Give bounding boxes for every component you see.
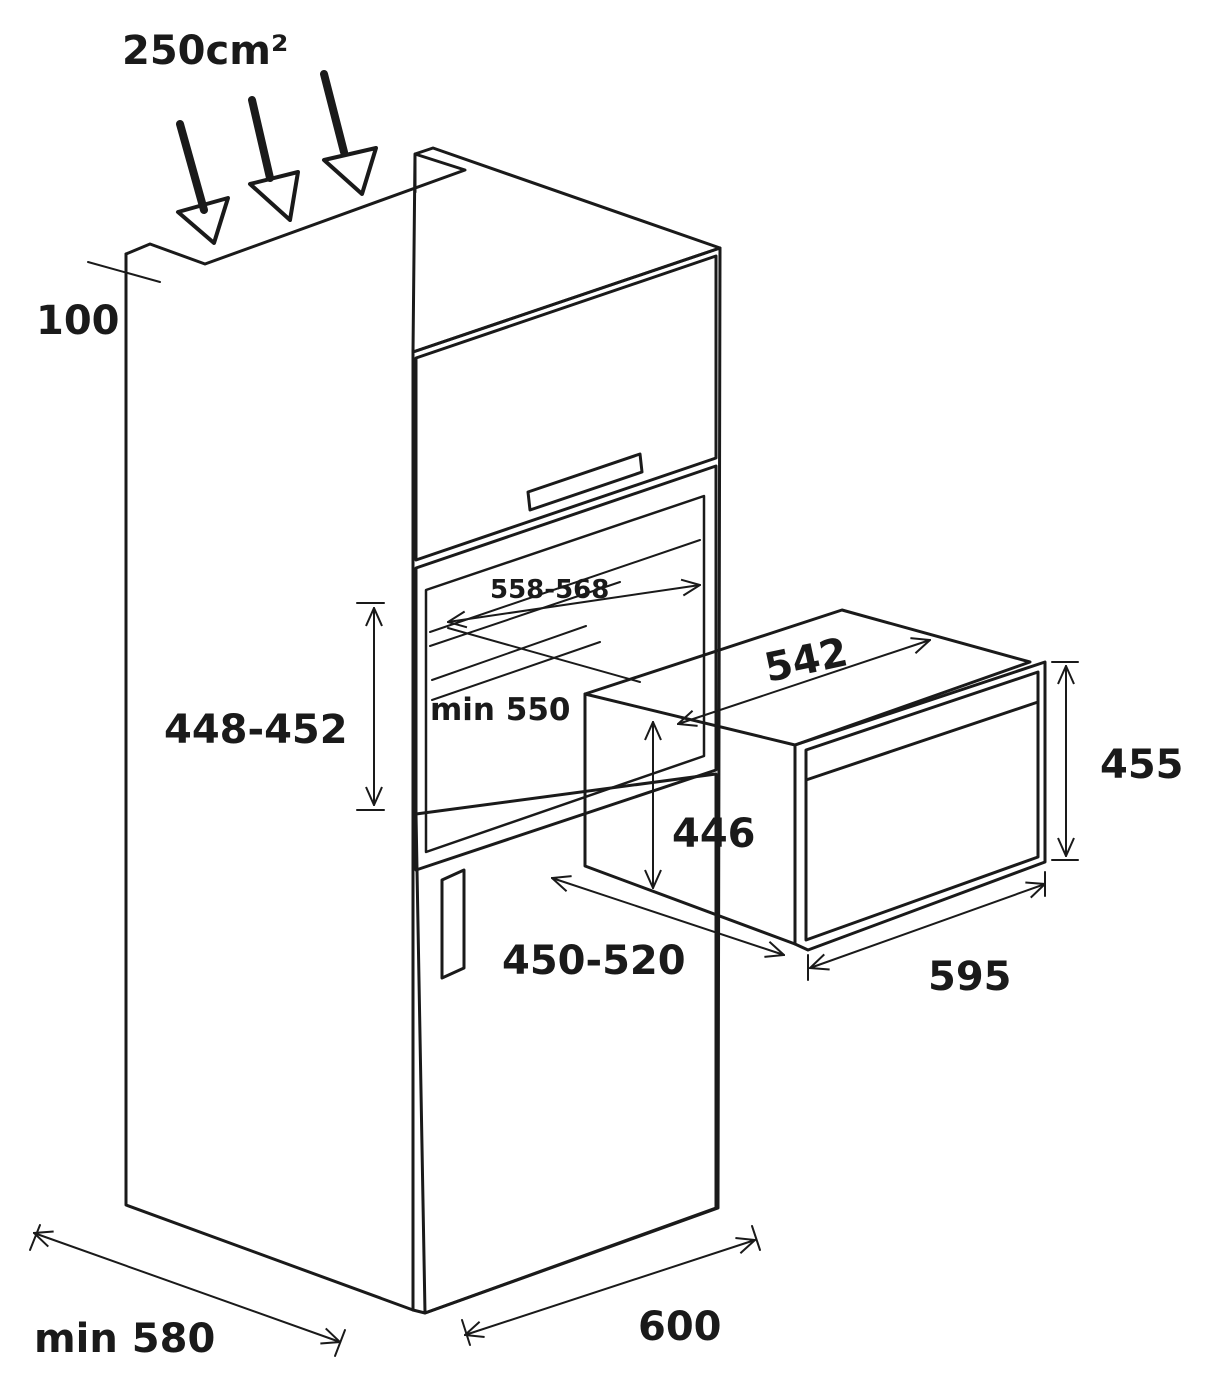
cabinet-front-panel: [411, 246, 722, 1315]
dimension-labels: 250cm² 100 448-452 558-568 min 550 542 4…: [34, 28, 1184, 1362]
airflow-arrows: [176, 70, 378, 245]
label-oven-front-height: 455: [1100, 742, 1184, 788]
airflow-arrow-icon: [248, 96, 300, 222]
label-oven-width: 595: [928, 954, 1012, 1000]
dim-line-cabinet-width: [465, 1240, 755, 1335]
dimension-lines: [29, 261, 1079, 1357]
dim-tick: [29, 1224, 41, 1251]
oven-front-inner: [804, 670, 1040, 942]
label-niche-height: 448-452: [164, 707, 348, 753]
dim-line-niche-depth-base: [431, 625, 587, 681]
label-ventilation: 250cm²: [122, 28, 288, 74]
dim-line-oven-projection: [552, 878, 784, 955]
dim-line-niche-depth: [447, 627, 641, 683]
niche-back-lines: [429, 539, 701, 701]
dim-tick: [334, 1329, 346, 1357]
dim-line-top-gap: [87, 261, 161, 283]
dim-line-oven-width: [810, 884, 1045, 968]
lower-door: [414, 772, 718, 1315]
oven-niche-opening: [424, 494, 706, 854]
label-oven-depth: 542: [761, 629, 852, 691]
dim-line-niche-width: [448, 585, 700, 622]
dim-tick: [751, 1225, 761, 1251]
dim-tick: [461, 1319, 471, 1346]
oven-control-strip: [804, 700, 1040, 782]
label-niche-depth: min 550: [430, 692, 571, 728]
oven-front-panel: [793, 660, 1047, 952]
label-cabinet-depth: min 580: [34, 1316, 215, 1362]
label-oven-projection: 450-520: [502, 938, 686, 984]
lower-door-handle: [440, 868, 466, 980]
label-oven-body-height: 446: [672, 811, 756, 857]
dim-line-cabinet-depth: [34, 1233, 340, 1342]
label-cabinet-width: 600: [638, 1304, 722, 1350]
cabinet-top-face: [124, 146, 722, 354]
oven-niche-frame: [414, 464, 718, 872]
label-top-gap: 100: [36, 298, 120, 344]
airflow-arrow-icon: [176, 120, 230, 245]
dim-line-oven-depth: [678, 640, 930, 724]
label-niche-width: 558-568: [490, 575, 609, 605]
airflow-arrow-icon: [320, 70, 378, 196]
upper-door: [414, 254, 718, 562]
cabinet-side-panel: [124, 252, 415, 1312]
upper-door-handle: [526, 452, 644, 512]
